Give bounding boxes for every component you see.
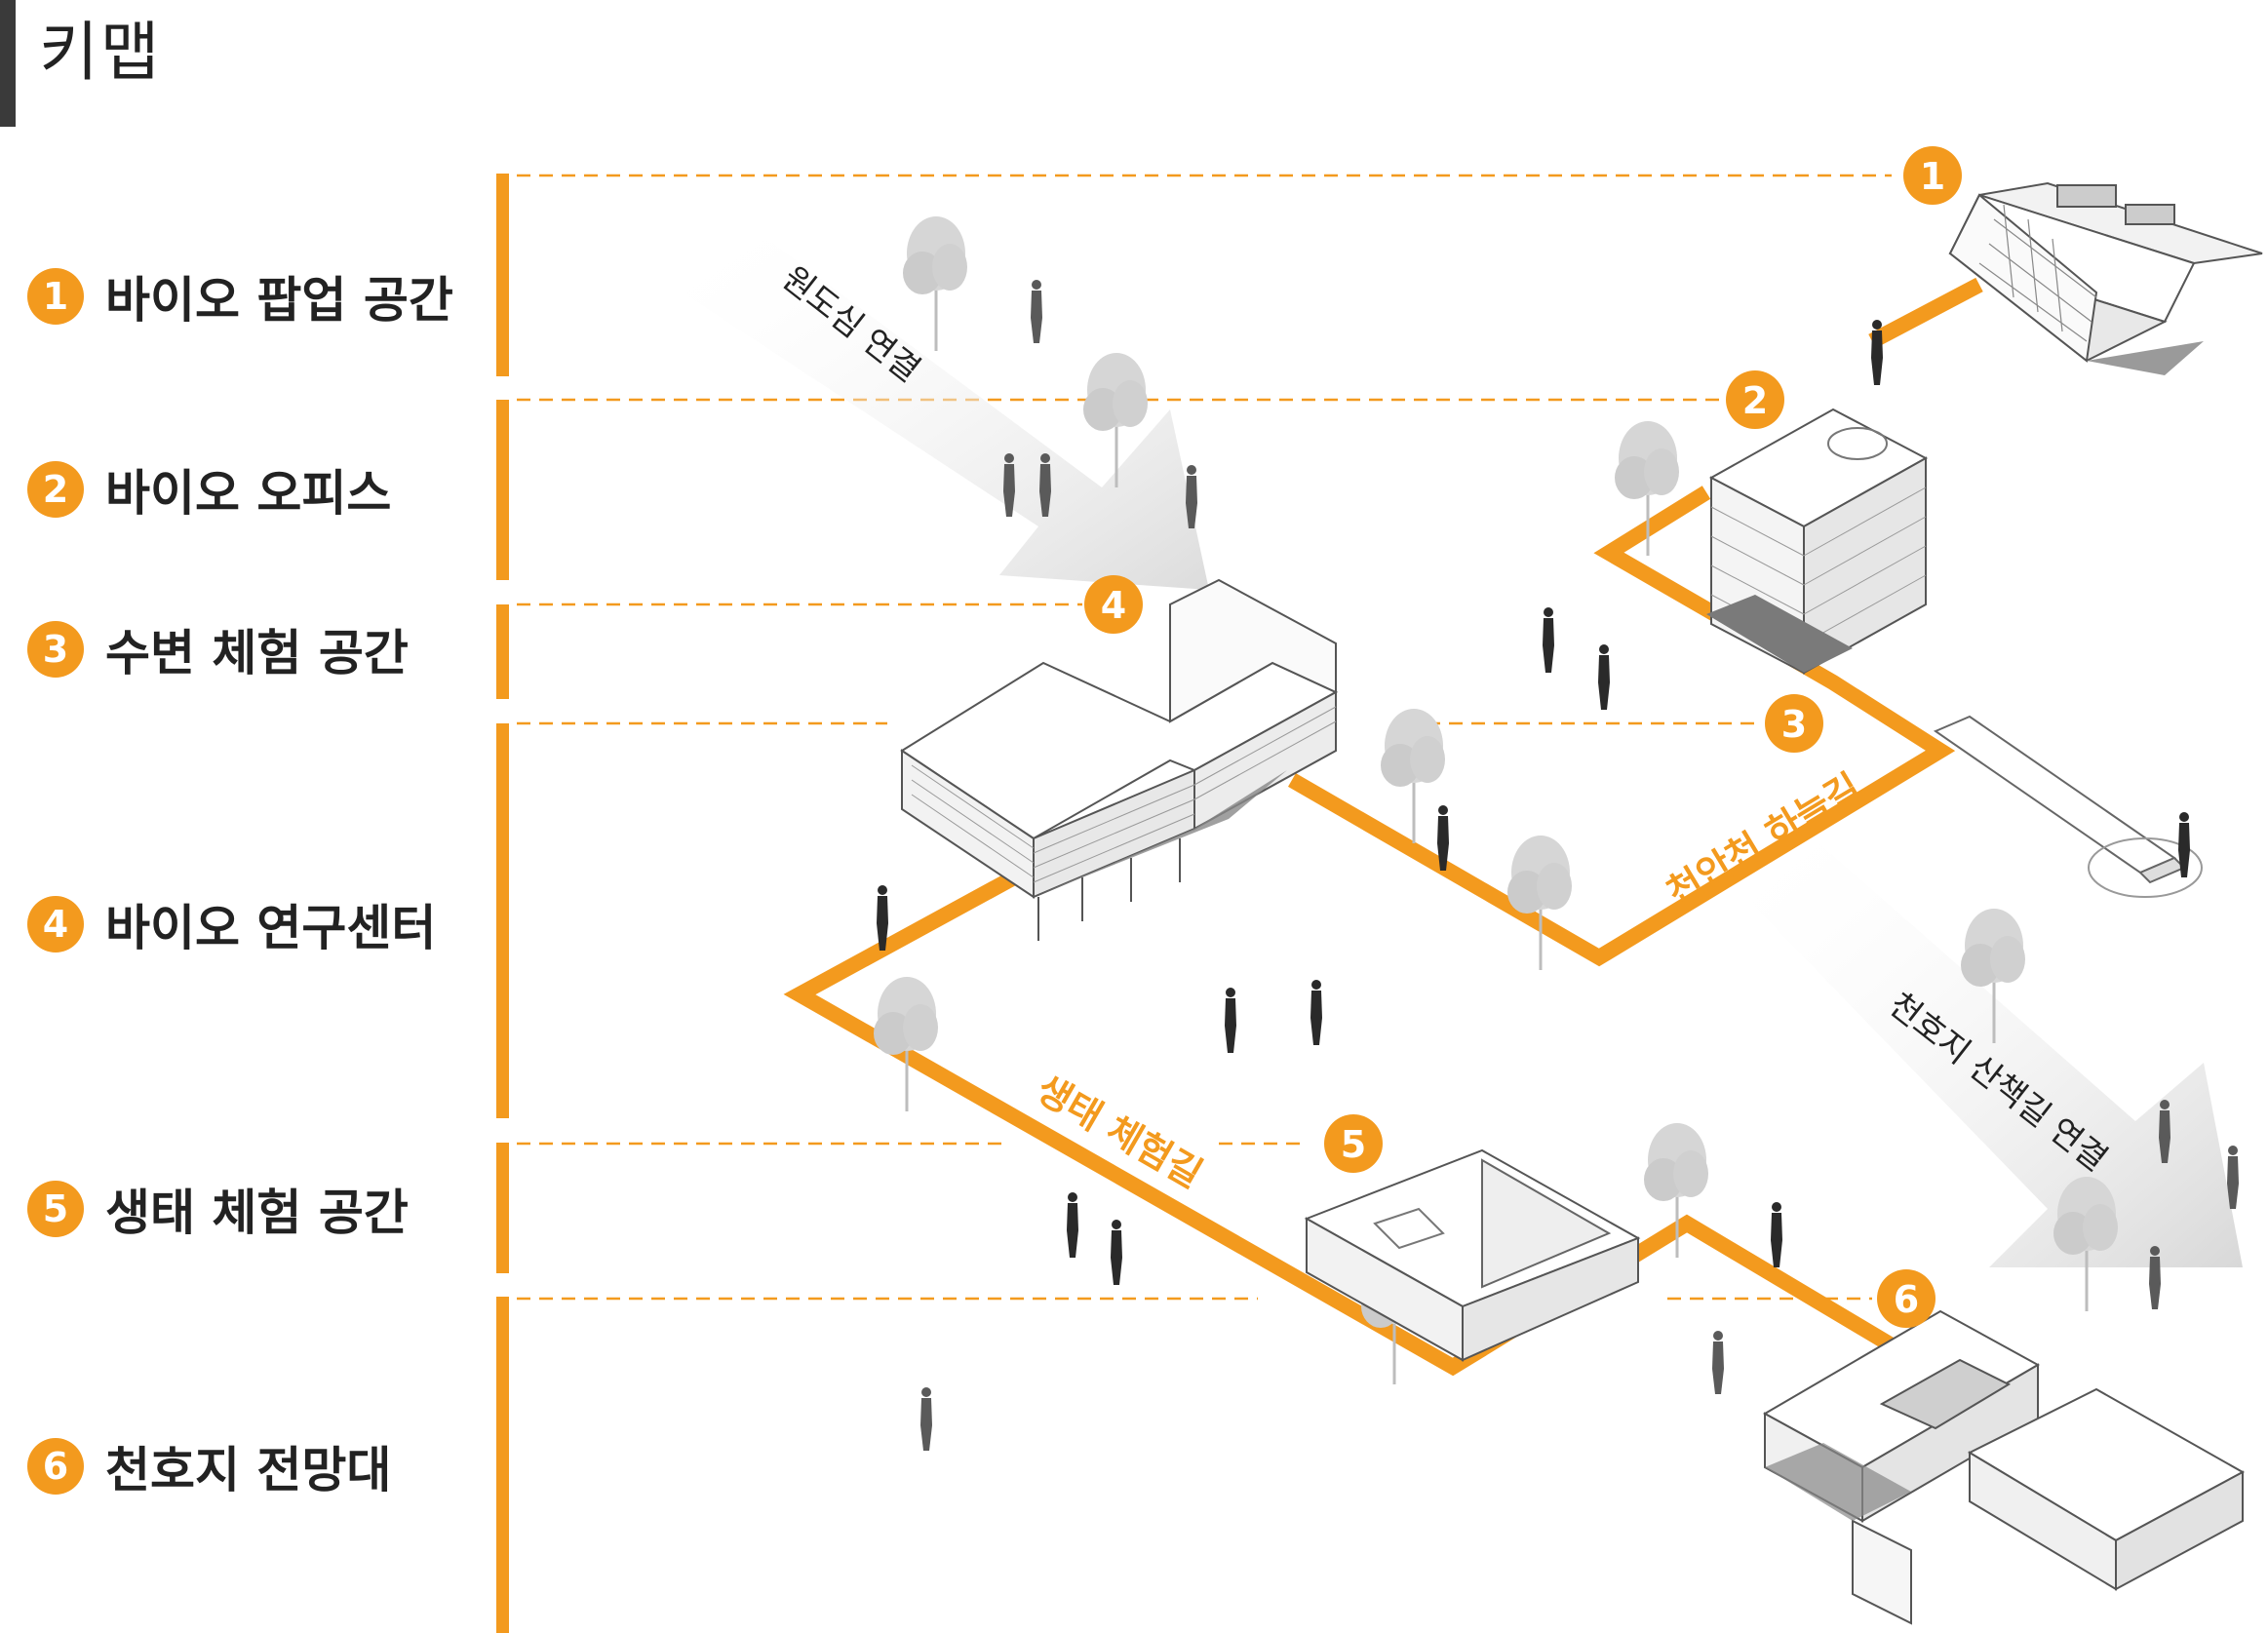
legend-number: 4 xyxy=(27,896,84,953)
legend-item-5: 5 생태 체험 공간 xyxy=(27,1180,409,1241)
legend-item-4: 4 바이오 연구센터 xyxy=(27,895,436,956)
building-observatory xyxy=(1762,1309,2246,1625)
title-accent-bar xyxy=(0,0,16,127)
marker-number: 2 xyxy=(1742,379,1768,422)
marker-3: 3 xyxy=(1765,694,1823,753)
legend-label: 천호지 전망대 xyxy=(105,1442,392,1498)
legend-label: 생태 체험 공간 xyxy=(105,1185,409,1241)
page-title: 키맵 xyxy=(39,15,162,90)
marker-number: 4 xyxy=(1101,584,1126,627)
legend-number: 3 xyxy=(27,621,84,678)
marker-6: 6 xyxy=(1877,1269,1936,1328)
legend-label: 바이오 연구센터 xyxy=(105,900,437,956)
downtown-arrow xyxy=(683,234,1209,590)
legend-item-6: 6 천호지 전망대 xyxy=(27,1437,391,1498)
leader-lines xyxy=(517,174,1892,1301)
legend-bars xyxy=(496,174,509,1633)
marker-1: 1 xyxy=(1903,146,1962,205)
riverside-bridge xyxy=(1933,715,2203,898)
legend-label: 바이오 오피스 xyxy=(105,465,392,522)
route-path xyxy=(783,277,1983,1377)
marker-2: 2 xyxy=(1726,370,1784,429)
lake-trail-arrow xyxy=(1745,838,2243,1267)
legend-number: 2 xyxy=(27,461,84,518)
building-bio-popup xyxy=(1948,181,2263,375)
legend-number: 6 xyxy=(27,1438,84,1495)
legend-item-1: 1 바이오 팝업 공간 xyxy=(27,267,453,329)
building-eco-experience xyxy=(1304,1148,1641,1362)
legend-label: 수변 체험 공간 xyxy=(105,625,409,681)
legend-number: 5 xyxy=(27,1181,84,1237)
marker-number: 1 xyxy=(1920,155,1945,198)
marker-4: 4 xyxy=(1084,575,1143,634)
legend-item-3: 3 수변 체험 공간 xyxy=(27,620,409,681)
legend-label: 바이오 팝업 공간 xyxy=(105,272,453,329)
marker-number: 6 xyxy=(1894,1278,1919,1321)
marker-number: 5 xyxy=(1341,1123,1366,1166)
legend-number: 1 xyxy=(27,268,84,325)
marker-5: 5 xyxy=(1324,1114,1383,1173)
building-bio-office xyxy=(1706,408,1929,675)
marker-number: 3 xyxy=(1781,703,1807,746)
legend-item-2: 2 바이오 오피스 xyxy=(27,460,391,522)
building-bio-research xyxy=(900,578,1339,941)
